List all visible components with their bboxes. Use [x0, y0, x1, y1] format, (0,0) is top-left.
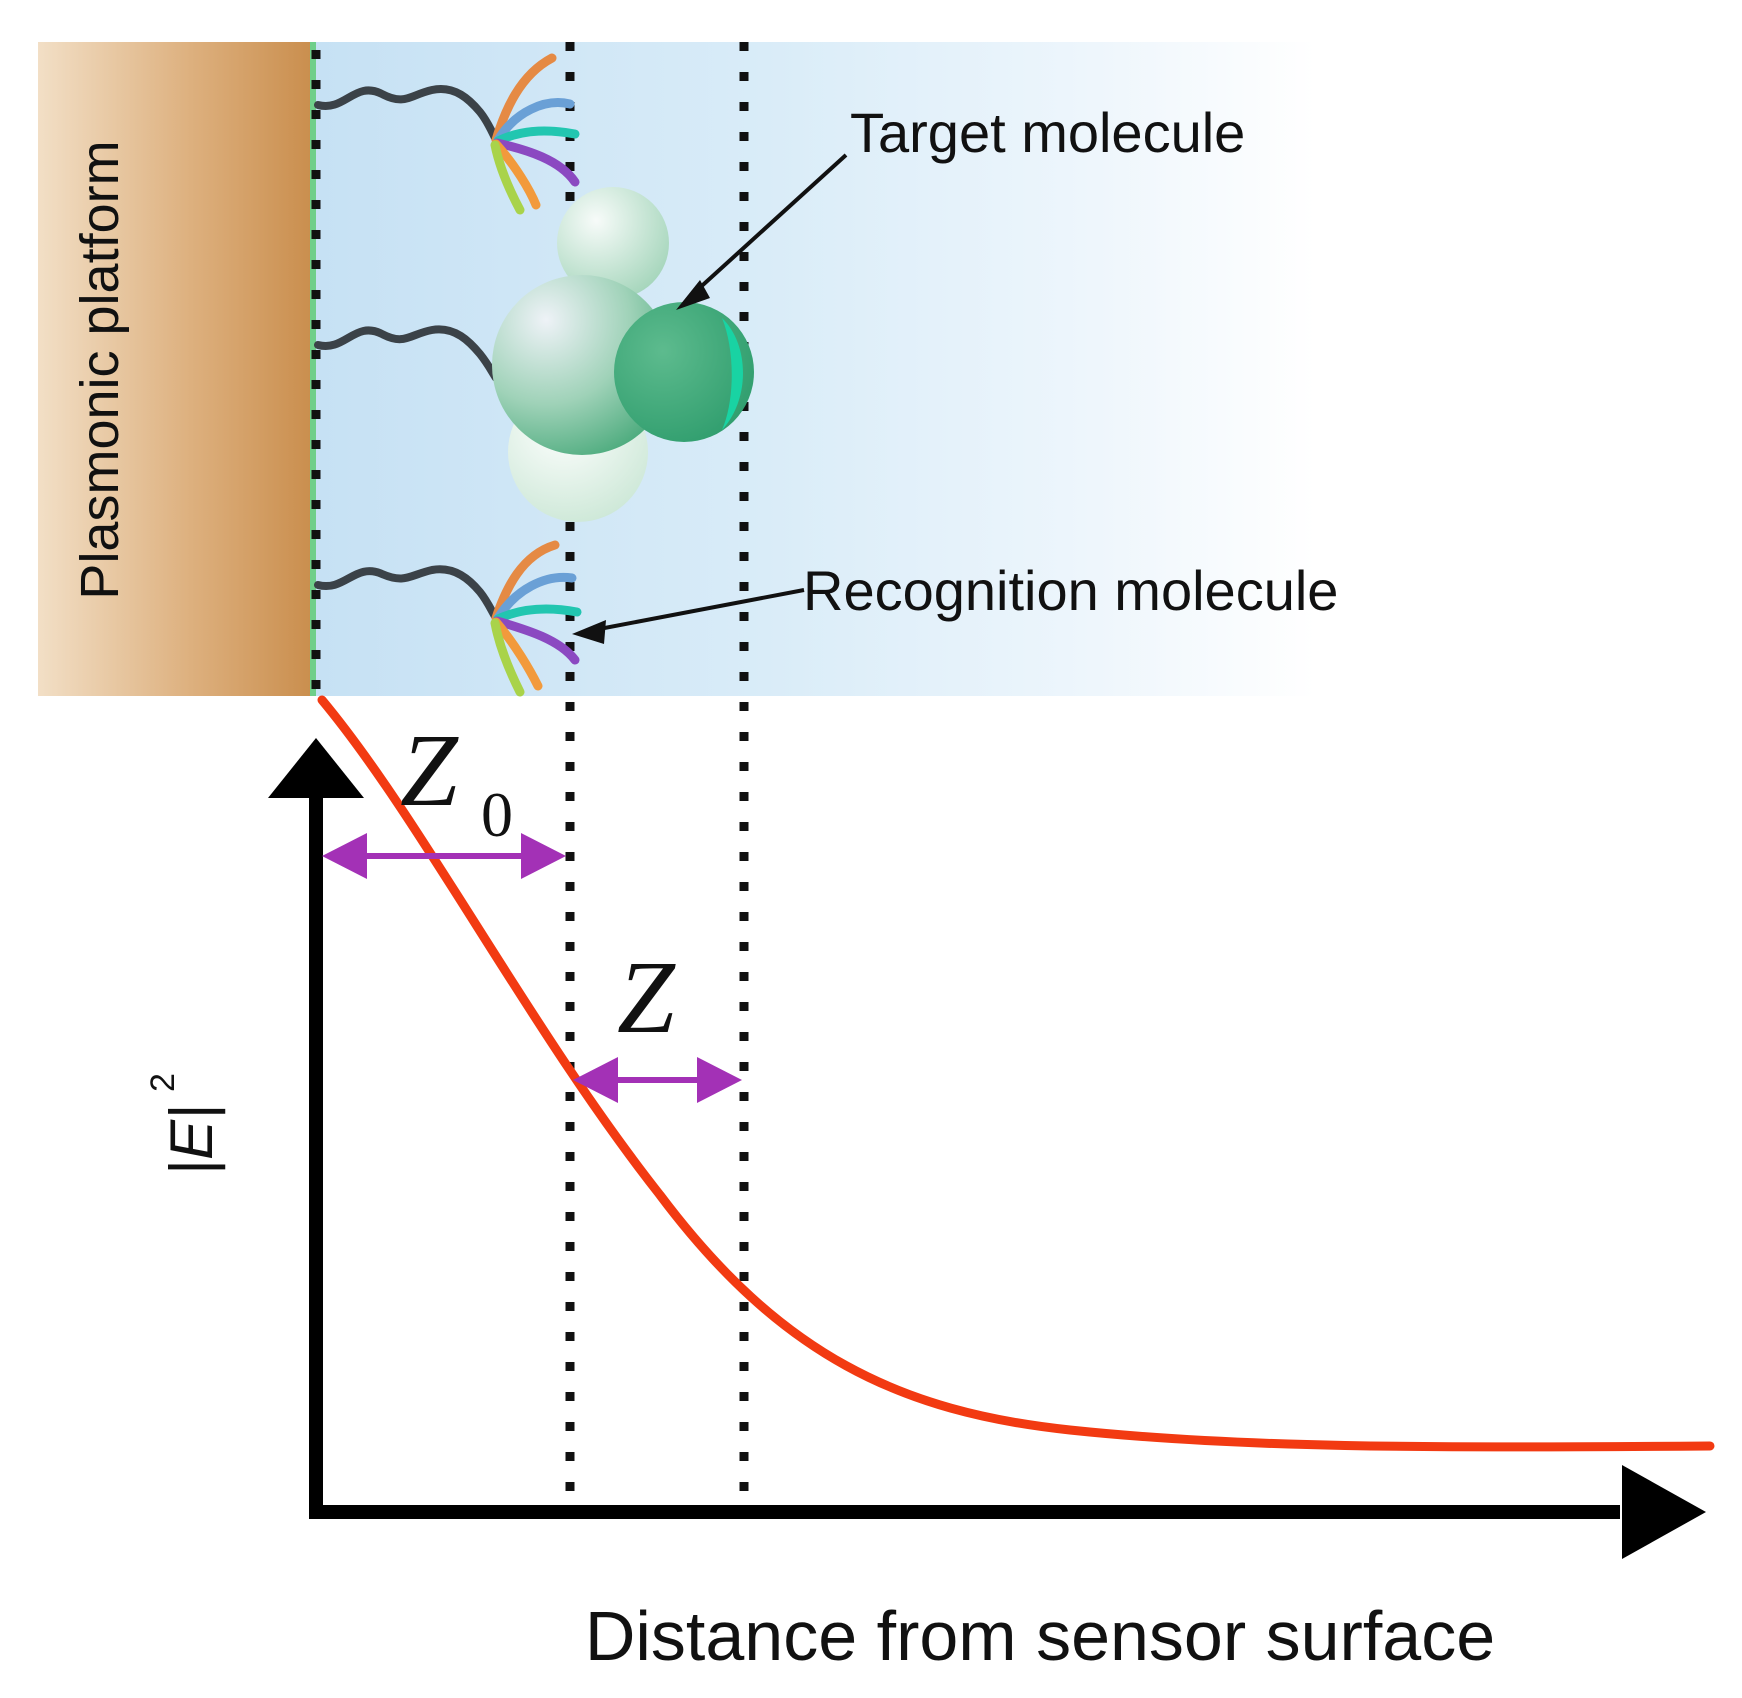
- y-axis-label-exponent: 2: [144, 1073, 182, 1092]
- z-label: Z: [617, 940, 676, 1055]
- target-annotation: Target molecule: [676, 101, 1245, 310]
- z-measure: [573, 1057, 742, 1103]
- z0-subscript: 0: [481, 779, 513, 850]
- z0-symbol: Z: [400, 713, 459, 828]
- recognition-molecule-top: [314, 53, 580, 215]
- z0-measure: [322, 833, 566, 879]
- platform-label: Plasmonic platform: [70, 140, 130, 599]
- y-axis-label: |E| 2: [144, 1073, 226, 1176]
- x-axis-label: Distance from sensor surface: [585, 1597, 1495, 1675]
- y-axis-arrowhead: [268, 738, 364, 798]
- target-molecule-complex: [314, 187, 754, 522]
- target-molecule-icon: [614, 302, 754, 442]
- field-decay-curve: [317, 695, 1715, 1452]
- x-axis-arrowhead: [1622, 1465, 1706, 1559]
- recognition-label: Recognition molecule: [803, 559, 1338, 622]
- axes: [268, 738, 1706, 1559]
- y-axis-label-main: |E|: [158, 1104, 226, 1175]
- sensing-medium: [316, 42, 1316, 696]
- recognition-molecule-icon: [490, 540, 582, 697]
- recognition-molecule-bottom: [314, 540, 582, 697]
- plasmonic-platform: Plasmonic platform: [38, 42, 316, 696]
- recognition-annotation: Recognition molecule: [572, 559, 1338, 644]
- target-label: Target molecule: [850, 101, 1245, 164]
- z0-label: Z 0: [400, 713, 513, 850]
- recognition-molecule-icon: [490, 53, 580, 215]
